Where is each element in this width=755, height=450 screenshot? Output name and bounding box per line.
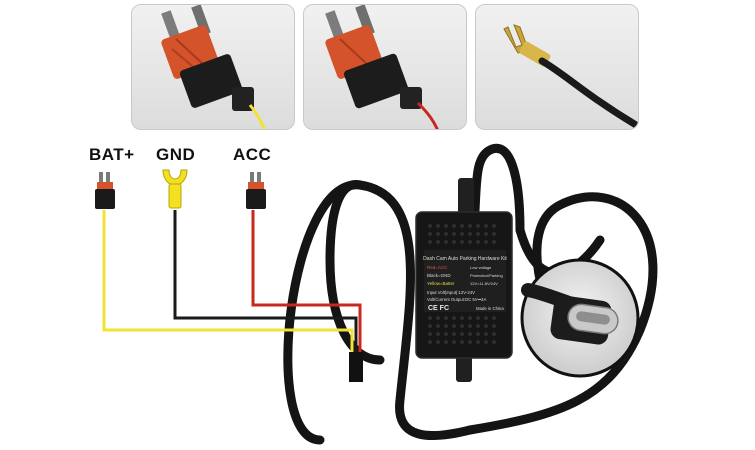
fuse-tap-red-illustration xyxy=(325,5,439,129)
module-output-spec: Volt/Current Output:DC 5V⎓3A xyxy=(427,297,486,302)
module-title: Dash Cam Auto Parking Hardware Kit xyxy=(423,256,507,262)
module-cert-marks: CE FC xyxy=(428,305,449,312)
fuse-tap-yellow-illustration xyxy=(161,5,266,129)
fuse-tap-red-wire-photo xyxy=(303,4,467,130)
fuse-tap-yellow-wire-photo xyxy=(131,4,295,130)
module-input-spec: Input Volt(Input):12V-24V xyxy=(427,290,475,295)
acc-label: ACC xyxy=(233,145,272,164)
module-red-line: Red=ACC xyxy=(427,265,448,270)
module-yellow-line: Yellow=Batter xyxy=(427,281,455,286)
acc-connector-icon xyxy=(246,172,266,209)
module-black-line: Black=GND xyxy=(427,273,451,278)
usb-c-closeup xyxy=(520,258,640,378)
signal-wires xyxy=(102,210,363,382)
module-made-in: Made in China xyxy=(476,306,504,311)
module-note-1: Low voltage xyxy=(470,265,492,270)
spade-terminal-photo xyxy=(475,4,639,130)
gnd-label: GND xyxy=(156,145,196,164)
module-note-3: 12V=11.8V/24V xyxy=(470,281,498,286)
power-module: Dash Cam Auto Parking Hardware Kit Red=A… xyxy=(415,178,513,382)
bat-plus-label: BAT+ xyxy=(89,145,135,164)
bat-plus-connector-icon xyxy=(95,172,115,209)
gnd-spade-connector-icon xyxy=(162,169,188,209)
module-note-2: Protection/Parking xyxy=(470,273,503,278)
spade-terminal-illustration xyxy=(503,24,638,129)
